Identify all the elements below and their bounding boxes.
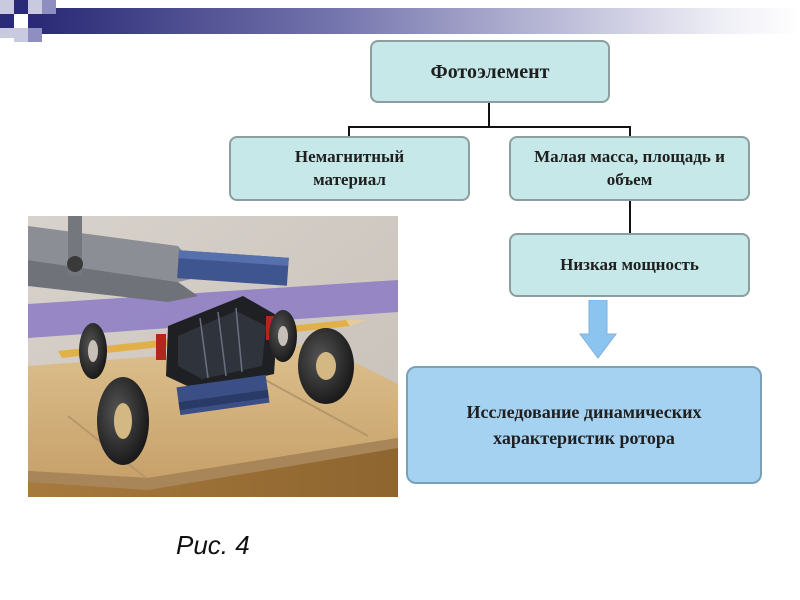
node-small-mass: Малая масса, площадь и объем	[509, 136, 750, 201]
header-gradient-bar	[0, 8, 800, 34]
node-photocell: Фотоэлемент	[370, 40, 610, 103]
connector-left-down	[348, 126, 350, 138]
node-photocell-label: Фотоэлемент	[430, 60, 550, 83]
header-squares-decoration	[0, 0, 70, 50]
node-nonmagnetic-material: Немагнитный материал	[229, 136, 470, 201]
rotor-model-photo	[28, 216, 398, 497]
node-nonmagnetic-material-label: Немагнитный материал	[294, 147, 405, 189]
connector-root-down	[488, 103, 490, 127]
node-low-power: Низкая мощность	[509, 233, 750, 297]
down-arrow-icon	[579, 300, 617, 359]
node-low-power-label: Низкая мощность	[560, 254, 699, 274]
connector-small-mass-down	[629, 201, 631, 233]
node-small-mass-label: Малая масса, площадь и объем	[534, 147, 725, 189]
node-rotor-dynamics-study-label: Исследование динамических характеристик …	[466, 401, 702, 448]
connector-right-down	[629, 126, 631, 138]
node-rotor-dynamics-study: Исследование динамических характеристик …	[406, 366, 762, 484]
figure-caption: Рис. 4	[176, 530, 250, 560]
connector-horizontal	[348, 126, 631, 128]
